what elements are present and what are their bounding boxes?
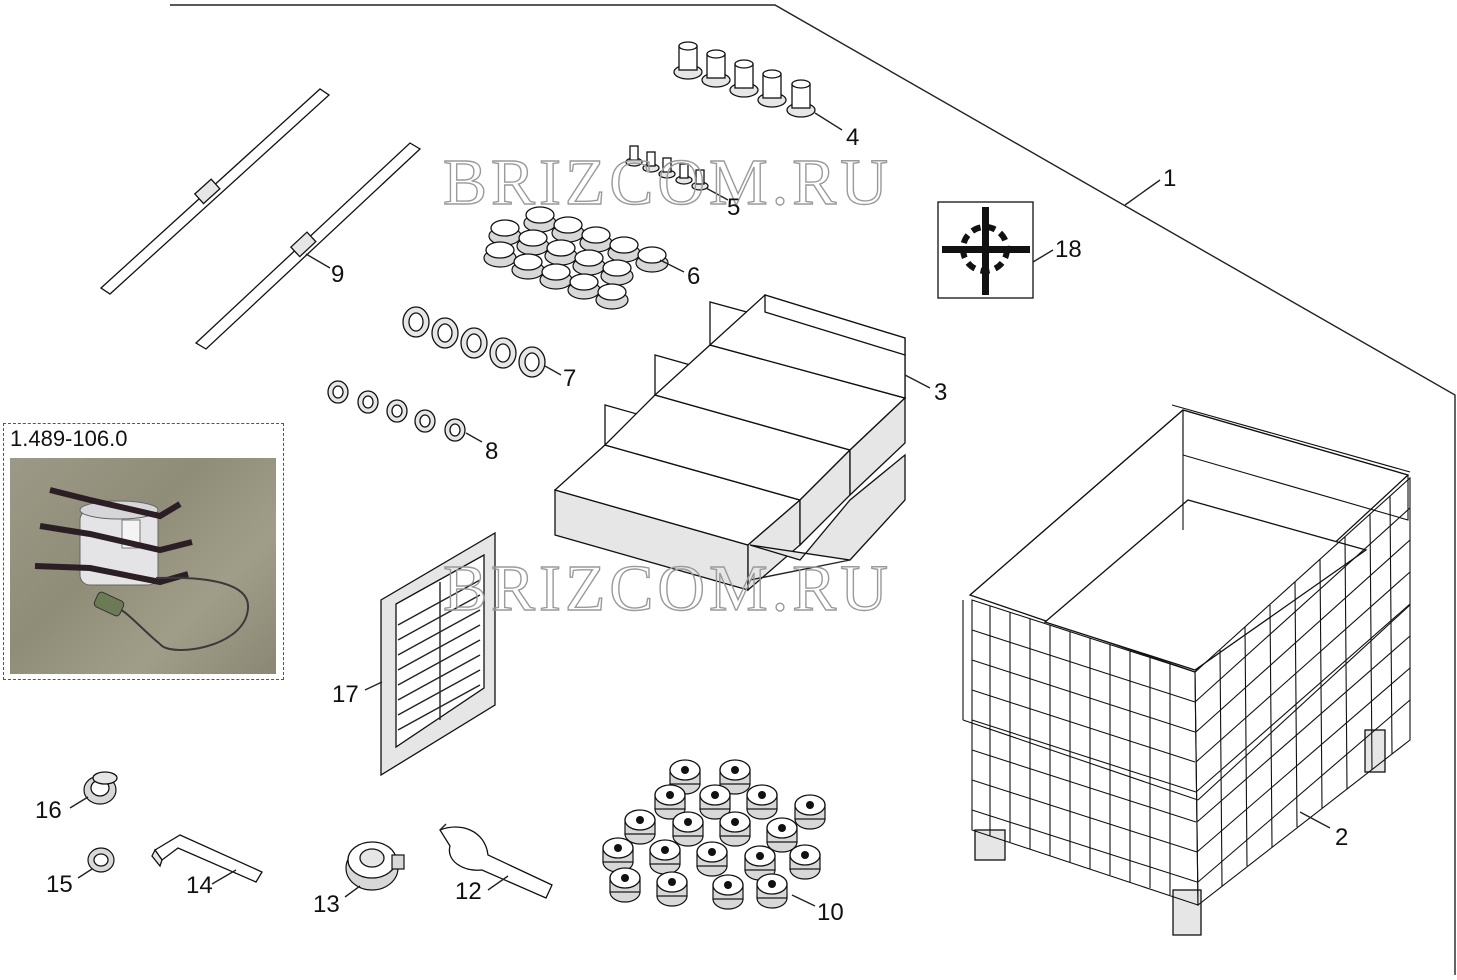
part-10-valve-stack [602,759,826,910]
callout-7: 7 [563,365,576,392]
part-2-mesh-crate [962,404,1411,936]
watermark-top: BRIZCOM.RU [443,146,892,219]
callout-4: 4 [846,124,859,151]
part-9-straps [99,88,422,350]
part-5-small-valves [625,145,709,191]
callout-9: 9 [331,261,344,288]
callout-10: 10 [817,899,844,926]
callout-8: 8 [485,438,498,465]
callout-6: 6 [687,263,700,290]
callout-5: 5 [727,194,740,221]
heating-jacket-illustration [34,487,250,651]
heating-jacket-photo [10,458,276,674]
kit-photo-inset: 1.489-106.0 [3,423,284,680]
callout-2: 2 [1335,824,1348,851]
callout-3: 3 [934,379,947,406]
callout-1: 1 [1163,165,1176,192]
part-17-info-placard [380,531,496,777]
part-7-clamp-rings [402,306,546,378]
callout-13: 13 [313,891,340,918]
kit-boundary-line [170,4,1456,975]
watermark-middle: BRIZCOM.RU [443,552,892,625]
part-4-valves [673,41,816,118]
part-16-bushing [83,771,118,805]
callout-18: 18 [1055,236,1082,263]
part-12-spanner-wrench [439,823,553,899]
callout-12: 12 [455,878,482,905]
callout-16: 16 [35,797,62,824]
callout-14: 14 [186,872,213,899]
part-13-valve-assembly [345,841,405,891]
crate-front-mesh [971,606,1198,895]
kit-photo-caption: 1.489-106.0 [10,426,128,451]
part-8-small-rings [327,380,466,442]
callout-17: 17 [332,681,359,708]
crate-side-mesh [1194,495,1411,887]
part-15-seal-ring [87,847,115,873]
part-18-target-label [937,201,1034,299]
callout-15: 15 [46,871,73,898]
part-3-storage-trays [553,294,907,592]
part-6-valve-cluster [483,206,669,310]
